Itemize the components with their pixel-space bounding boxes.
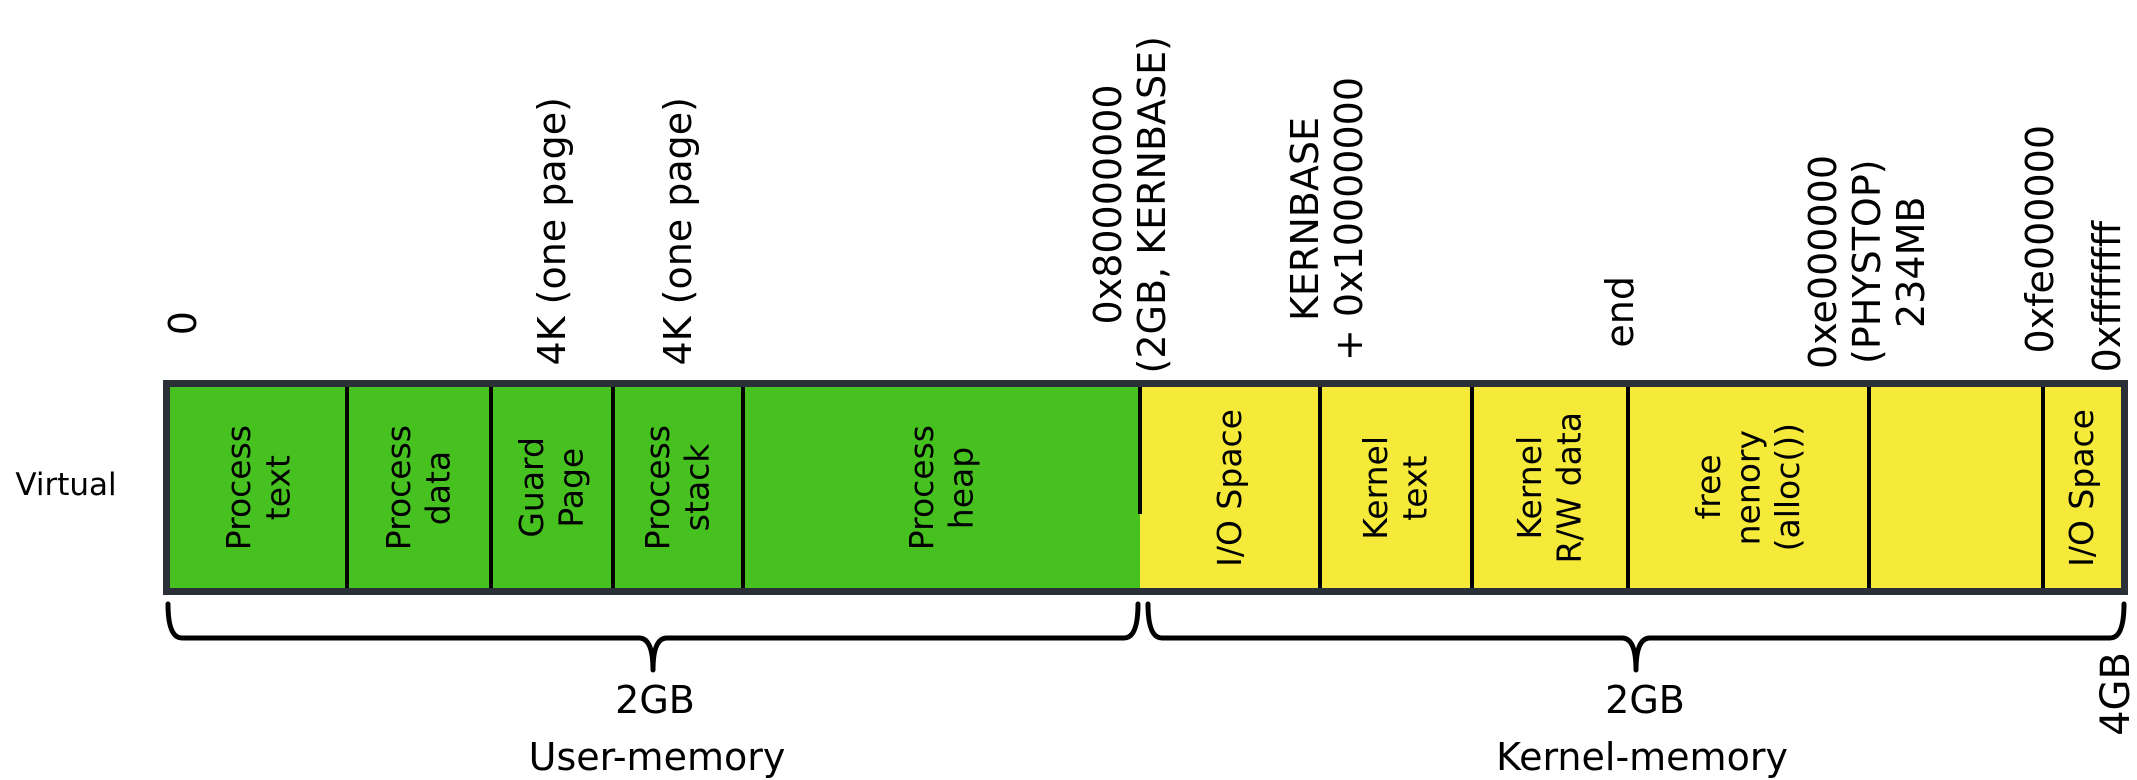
total-size-label: 4GB [2093, 652, 2137, 736]
divider [741, 387, 745, 588]
segment-kernel-rw-data: Kernel R/W data [1472, 387, 1628, 588]
address-label-stack-size: 4K (one page) [655, 97, 700, 366]
divider [611, 387, 615, 588]
segment-free-memory: free nenory (alloc()) [1628, 387, 1869, 588]
segment-label: Process heap [901, 424, 981, 551]
segment-label: Process text [218, 424, 298, 551]
segment-label: I/O Space [1210, 408, 1250, 567]
divider [489, 387, 493, 588]
segment-kernel-text: Kernel text [1320, 387, 1472, 588]
kernel-memory-brace [1145, 601, 2127, 673]
address-label-zero: 0 [160, 310, 205, 335]
divider [1867, 387, 1871, 588]
segment-label: Kernel R/W data [1510, 411, 1589, 564]
segment-guard-page: Guard Page [491, 387, 613, 588]
segment-process-text: Process text [170, 387, 347, 588]
address-label-phystop: 0xe000000 (PHYSTOP) 234MB [1800, 155, 1934, 369]
segment-process-heap: Process heap [743, 387, 1140, 588]
divider-kernbase [1138, 387, 1142, 514]
address-label-end: end [1597, 276, 1642, 348]
address-label-kernel-text-start: KERNBASE + 0x10000000 [1282, 77, 1371, 361]
user-memory-brace [165, 601, 1141, 673]
divider [1318, 387, 1322, 588]
segment-label: free nenory (alloc()) [1689, 423, 1808, 552]
memory-bar: Process text Process data Guard Page Pro… [163, 380, 2128, 595]
kernel-size-label: 2GB [1605, 678, 1685, 722]
address-label-kernbase: 0x80000000 (2GB, KERNBASE) [1085, 35, 1174, 373]
address-label-guard-page-size: 4K (one page) [529, 97, 574, 366]
segment-label: Process stack [638, 424, 717, 551]
segment-process-data: Process data [347, 387, 491, 588]
segment-label: Process data [379, 424, 458, 551]
segment-io-space-high: I/O Space [2043, 387, 2121, 588]
user-memory-label: User-memory [528, 735, 786, 779]
segment-io-space-low: I/O Space [1140, 387, 1320, 588]
diagram-title: Virtual [15, 467, 117, 503]
address-label-top-of-memory: 0xffffffff [2084, 220, 2129, 372]
divider [1470, 387, 1474, 588]
divider [345, 387, 349, 588]
address-label-devspace: 0xfe000000 [2017, 124, 2062, 353]
kernel-memory-label: Kernel-memory [1496, 735, 1788, 779]
user-size-label: 2GB [615, 678, 695, 722]
divider [2041, 387, 2045, 588]
segment-label: Guard Page [512, 437, 591, 538]
segment-label: I/O Space [2062, 408, 2102, 567]
divider [1626, 387, 1630, 588]
segment-label: Kernel text [1356, 435, 1435, 540]
segment-process-stack: Process stack [613, 387, 743, 588]
segment-unlabeled [1869, 387, 2043, 588]
